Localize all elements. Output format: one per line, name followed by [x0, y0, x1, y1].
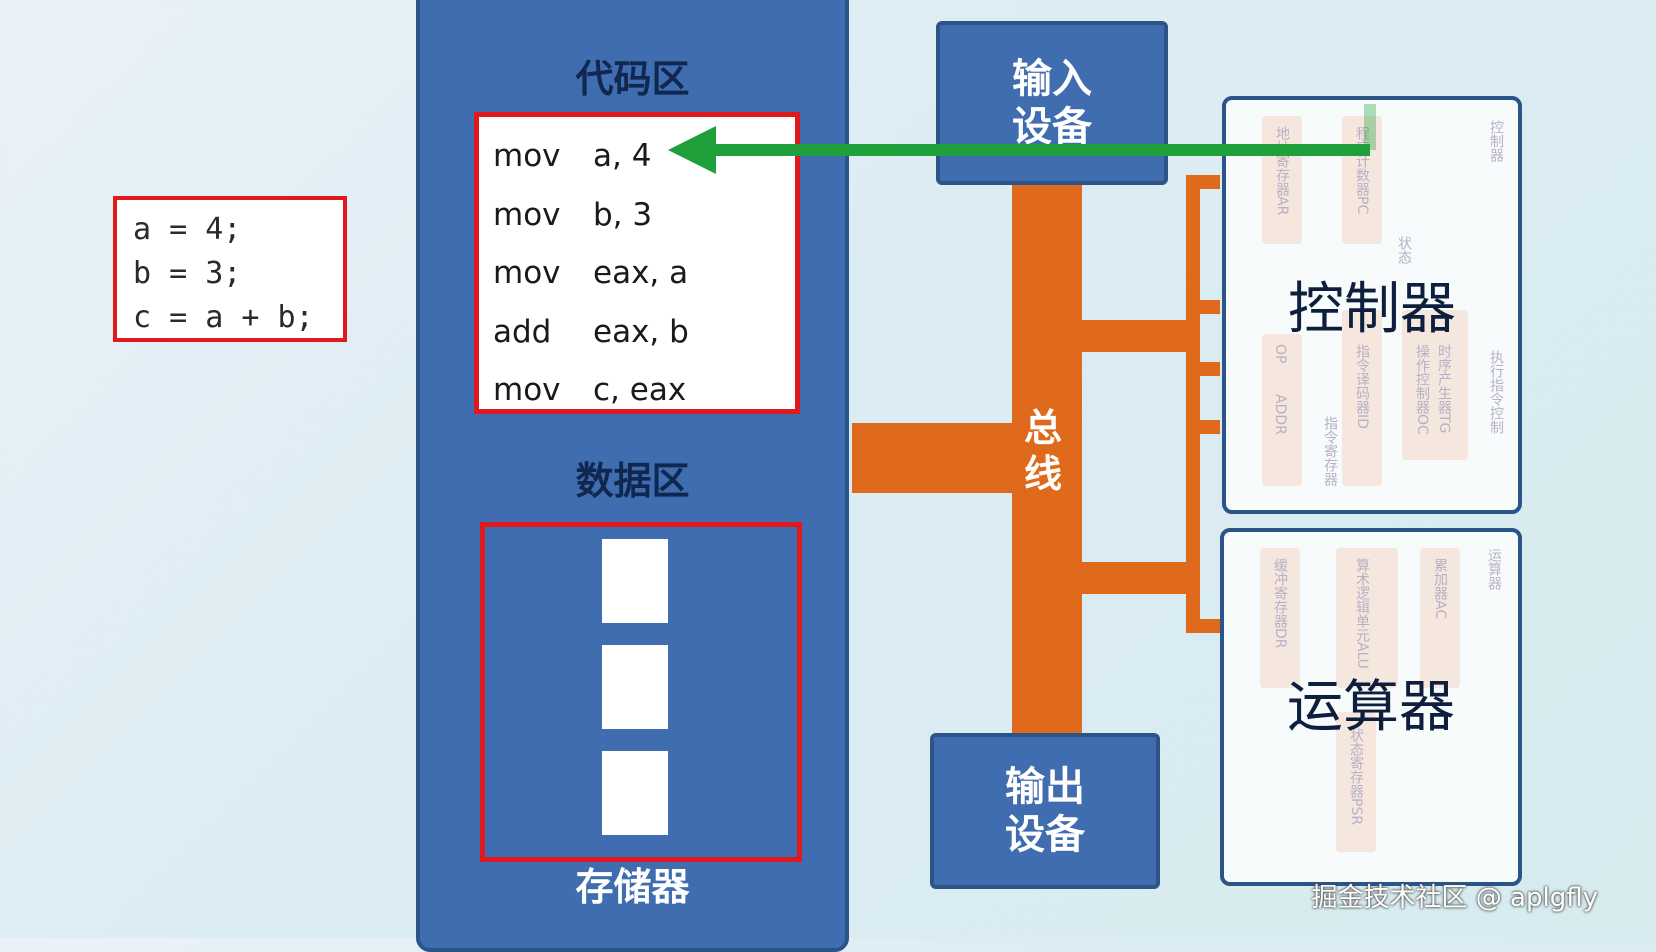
faint-label: 时序产生器TG [1436, 344, 1452, 434]
faint-label: 状态寄存器PSR [1348, 728, 1364, 826]
ghost-register [1262, 116, 1302, 244]
memory-cell [602, 751, 668, 835]
faint-label: 算术逻辑单元ALU [1354, 558, 1370, 669]
faint-label: 操作控制器OC [1414, 344, 1430, 435]
ghost-register [1260, 548, 1300, 688]
asm-opcode: add [493, 313, 552, 350]
c-source-box: a = 4; b = 3; c = a + b; [113, 196, 347, 342]
bus-cpu-rail [1186, 175, 1200, 633]
bus-tap [1186, 175, 1220, 189]
input-device: 输入 设备 [936, 21, 1168, 185]
faint-label: 指令寄存器 [1322, 416, 1338, 486]
asm-instruction: mov a, 4 [493, 127, 781, 186]
bus-controller-branch [1082, 320, 1190, 352]
asm-opcode: mov [493, 138, 561, 174]
ghost-register [1262, 334, 1302, 486]
asm-opcode: mov [493, 196, 561, 233]
bus-tap [1186, 362, 1220, 376]
bus-tap [1186, 420, 1220, 434]
bus-tap [1186, 619, 1220, 633]
asm-operands: eax, b [593, 313, 689, 350]
asm-instruction: mov c, eax [493, 361, 781, 420]
ghost-register [1336, 548, 1398, 688]
faint-label: 指令译码器ID [1354, 344, 1370, 429]
asm-opcode: mov [493, 372, 561, 408]
c-code-line: a = 4; [133, 212, 242, 247]
memory-cell [602, 645, 668, 729]
faint-label: 运算器 [1486, 548, 1502, 590]
ghost-register [1342, 116, 1382, 244]
bus-label-char: 线 [1023, 452, 1062, 496]
watermark: 掘金技术社区 @ aplgfly [1311, 883, 1598, 913]
bus-tap [1186, 300, 1220, 314]
code-area-title: 代码区 [575, 57, 690, 101]
faint-label: 状态 [1396, 236, 1412, 264]
faint-label: 累加器AC [1432, 558, 1448, 620]
asm-instruction: add eax, b [493, 303, 781, 362]
controller-title: 控制器 [1288, 277, 1456, 342]
data-area-box [480, 522, 802, 862]
ghost-register [1402, 310, 1468, 460]
ghost-register [1336, 712, 1376, 852]
memory-cell [602, 539, 668, 623]
asm-instruction: mov eax, a [493, 244, 781, 303]
ghost-register [1420, 548, 1460, 688]
alu-box: 运算器 缓冲寄存器DR 算术逻辑单元ALU 累加器AC 状态寄存器PSR 运算器 [1220, 528, 1522, 886]
bus-label: 总 线 [1018, 405, 1068, 497]
code-area-box: mov a, 4 mov b, 3 mov eax, a add eax, b … [474, 112, 800, 414]
output-device: 输出 设备 [930, 733, 1160, 889]
faint-label: 执行指令控制 [1488, 350, 1504, 434]
asm-instruction: mov b, 3 [493, 186, 781, 245]
bus-main-trunk [1012, 175, 1082, 735]
input-device-label: 输入 [1012, 56, 1092, 102]
controller-box: 控制器 地址寄存器AR 程序计数器PC 状态 OP ADDR 指令译码器ID 操… [1222, 96, 1522, 514]
faint-label: ADDR [1272, 394, 1288, 435]
ghost-register [1342, 310, 1382, 486]
faint-label: 缓冲寄存器DR [1272, 558, 1288, 649]
alu-title: 运算器 [1287, 675, 1455, 740]
data-area-title: 数据区 [575, 459, 690, 503]
faint-label: OP [1272, 344, 1288, 364]
output-device-label: 设备 [1005, 812, 1085, 858]
asm-operands: b, 3 [593, 196, 653, 233]
c-code-line: b = 3; [133, 256, 242, 291]
input-device-label: 设备 [1012, 104, 1092, 150]
faint-label: 控制器 [1488, 120, 1504, 162]
asm-operands: a, 4 [593, 138, 652, 174]
bus-alu-branch [1082, 562, 1190, 594]
asm-operands: c, eax [593, 372, 687, 408]
memory-label: 存储器 [575, 865, 690, 909]
c-code-line: c = a + b; [133, 300, 314, 335]
bus-label-char: 总 [1023, 406, 1062, 450]
fetch-arrow-head [668, 126, 716, 174]
output-device-label: 输出 [1005, 764, 1085, 810]
asm-operands: eax, a [593, 255, 689, 291]
bus-memory-branch [852, 423, 1012, 493]
asm-opcode: mov [493, 255, 561, 291]
